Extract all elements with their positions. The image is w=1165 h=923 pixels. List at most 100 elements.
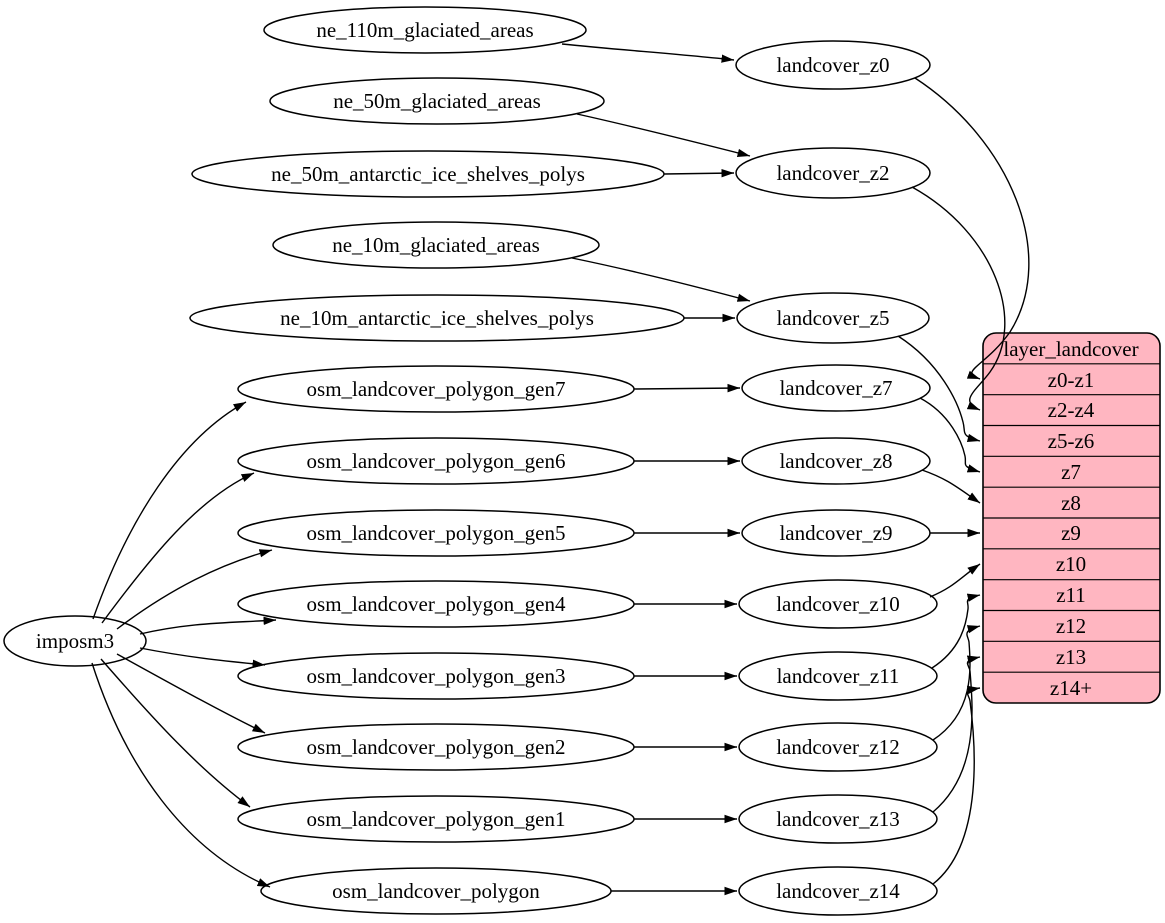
edge-ne50m-glaciated-to-z2 [576,113,751,157]
table-row-z8: z8 [1061,491,1081,515]
node-label: landcover_z9 [779,521,892,545]
edge-z10-to-row-z10 [929,563,981,598]
node-ellipse [735,147,931,199]
node-ellipse [741,364,931,412]
node-ellipse [272,221,600,269]
node-label: ne_50m_glaciated_areas [333,89,541,113]
node-ellipse [738,866,938,916]
edge-imposm3-to-gen7 [92,401,247,620]
node-label: osm_landcover_polygon_gen3 [307,664,566,688]
node-label: osm_landcover_polygon_gen5 [307,521,566,545]
node-label: osm_landcover_polygon_gen7 [307,377,566,401]
node-ellipse [738,722,938,772]
node-landcover-z5: landcover_z5 [736,292,930,344]
table-row-z12: z12 [1056,614,1086,638]
table-row-z5-z6: z5-z6 [1048,429,1095,453]
node-landcover-z9: landcover_z9 [741,509,931,557]
node-label: osm_landcover_polygon_gen4 [307,592,566,616]
edge-z2-to-row-z2-z4 [911,186,1006,411]
edge-z13-to-row-z13 [932,655,981,813]
edge-imposm3-to-polygon [91,662,271,888]
node-label: landcover_z2 [776,161,889,185]
edge-z11-to-row-z11 [931,593,981,669]
edge-z5-to-row-z5-z6 [897,335,981,443]
node-landcover-z10: landcover_z10 [738,579,938,629]
node-label: landcover_z13 [776,807,900,831]
table-title: layer_landcover [1003,337,1138,361]
table-row-z13: z13 [1056,645,1086,669]
node-label: osm_landcover_polygon_gen2 [307,735,566,759]
edge-imposm3-to-gen1 [100,658,251,808]
node-label: osm_landcover_polygon_gen6 [307,449,566,473]
node-landcover-z2: landcover_z2 [735,147,931,199]
node-label: ne_10m_antarctic_ice_shelves_polys [280,306,594,330]
node-landcover-z14: landcover_z14 [738,866,938,916]
edge-imposm3-to-gen6 [101,472,255,624]
node-ne-10m-glaciated-areas: ne_10m_glaciated_areas [272,221,600,269]
node-label: landcover_z11 [777,664,900,688]
node-osm-landcover-polygon-gen7: osm_landcover_polygon_gen7 [237,365,635,413]
node-ellipse [738,794,938,844]
node-ne-50m-antarctic-ice-shelves-polys: ne_50m_antarctic_ice_shelves_polys [191,150,665,198]
edge-ne10m-glaciated-to-z5 [571,257,751,302]
node-ellipse [735,40,931,90]
edge-z14-to-row-z14plus [932,685,981,885]
node-label: ne_110m_glaciated_areas [316,18,533,42]
edge-z12-to-row-z12 [932,625,981,741]
node-landcover-z12: landcover_z12 [738,722,938,772]
node-landcover-z13: landcover_z13 [738,794,938,844]
node-ne-50m-glaciated-areas: ne_50m_glaciated_areas [269,77,605,125]
node-ellipse [263,6,587,54]
edge-ne50m-antarctic-to-z2 [663,168,735,178]
node-ellipse [741,437,931,485]
node-landcover-z0: landcover_z0 [735,40,931,90]
edge-imposm3-to-gen2 [116,653,266,734]
edge-imposm3-to-gen5 [116,549,273,630]
node-ne-110m-glaciated-areas: ne_110m_glaciated_areas [263,6,587,54]
node-label: ne_10m_glaciated_areas [332,233,540,257]
node-label: landcover_z14 [776,879,900,903]
node-label: osm_landcover_polygon [332,879,540,903]
node-osm-landcover-polygon-gen4: osm_landcover_polygon_gen4 [237,580,635,628]
node-ellipse [738,651,938,701]
table-row-z10: z10 [1056,552,1086,576]
node-osm-landcover-polygon-gen5: osm_landcover_polygon_gen5 [237,509,635,557]
node-osm-landcover-polygon-gen6: osm_landcover_polygon_gen6 [237,437,635,485]
table-row-z9: z9 [1061,521,1081,545]
node-landcover-z7: landcover_z7 [741,364,931,412]
node-landcover-z8: landcover_z8 [741,437,931,485]
node-label: landcover_z5 [776,306,889,330]
node-ellipse [736,292,930,344]
node-label: imposm3 [36,629,114,653]
edges [91,43,1030,896]
record-table-layer-landcover: layer_landcover z0-z1 z2-z4 z5-z6 z7 z8 … [982,332,1161,704]
node-ellipse [269,77,605,125]
node-label: osm_landcover_polygon_gen1 [307,807,566,831]
node-label: landcover_z12 [776,735,900,759]
node-landcover-z11: landcover_z11 [738,651,938,701]
table-row-z2-z4: z2-z4 [1048,398,1095,422]
node-label: ne_50m_antarctic_ice_shelves_polys [271,162,585,186]
node-imposm3: imposm3 [3,615,147,667]
edge-z0-to-row-z0-z1 [914,77,1030,380]
table-row-z11: z11 [1056,583,1086,607]
edge-z7-to-row-z7 [919,397,981,473]
table-row-z14plus: z14+ [1050,676,1092,700]
node-osm-landcover-polygon-gen3: osm_landcover_polygon_gen3 [237,652,635,700]
node-label: landcover_z10 [776,592,900,616]
node-ellipse [738,579,938,629]
node-label: landcover_z0 [776,53,889,77]
node-osm-landcover-polygon-gen2: osm_landcover_polygon_gen2 [237,723,635,771]
node-ellipse [3,615,147,667]
edge-imposm3-to-gen3 [139,647,266,668]
edge-z8-to-row-z8 [921,469,981,504]
nodes: imposm3 ne_110m_glaciated_areas ne_50m_g… [3,6,938,916]
edge-imposm3-to-gen4 [139,616,277,635]
node-label: landcover_z7 [779,376,892,400]
node-osm-landcover-polygon: osm_landcover_polygon [260,867,612,915]
node-label: landcover_z8 [779,449,892,473]
edge-gen7-to-z7 [633,383,741,393]
edge-ne110m-to-z0 [561,43,735,63]
